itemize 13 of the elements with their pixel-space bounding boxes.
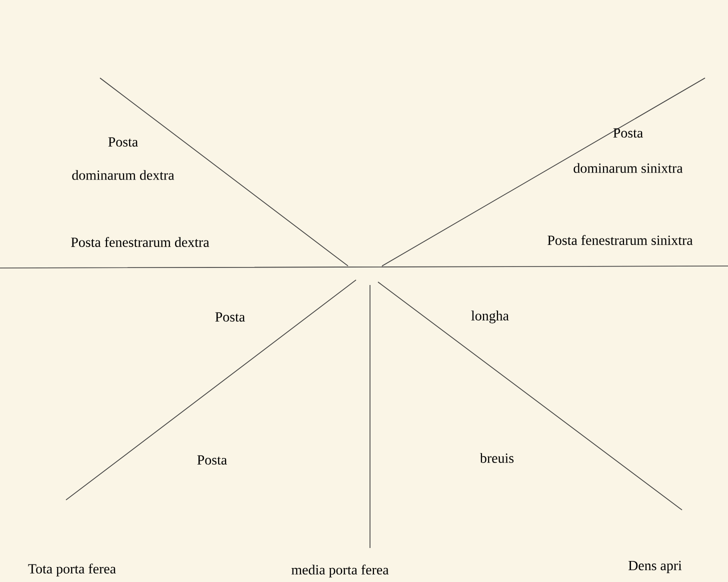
label-text: dominarum dextra	[72, 170, 174, 180]
label-text: breuis	[480, 453, 514, 463]
label-text: dominarum sinixtra	[574, 163, 683, 173]
label-text: Posta	[197, 455, 227, 465]
label-text: media porta ferea	[292, 564, 389, 578]
label-text: Tota porta ferea	[28, 564, 116, 576]
label-text: Dens apri	[628, 560, 682, 574]
label-text: Posta fenestrarum dextra	[71, 237, 210, 247]
label-text: Posta	[215, 312, 245, 322]
label-text: Posta fenestrarum sinixtra	[548, 235, 693, 245]
label-text: longha	[471, 310, 509, 324]
label-text: Posta	[108, 137, 138, 147]
label-text: Posta	[613, 128, 643, 138]
